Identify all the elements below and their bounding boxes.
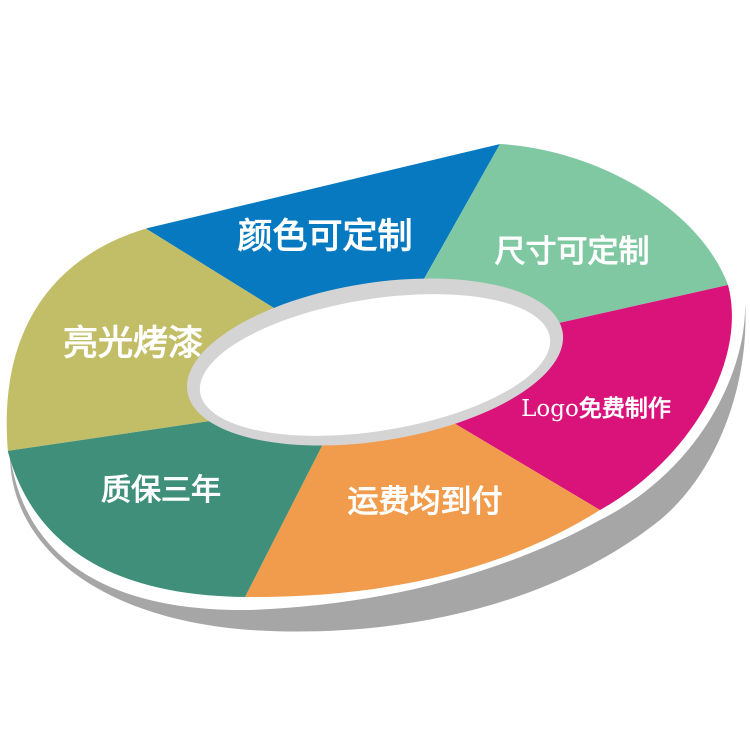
label-warranty: 质保三年 (101, 473, 221, 508)
disk-shadow (10, 300, 746, 632)
label-size: 尺寸可定制 (495, 234, 650, 270)
segment-color (145, 144, 500, 318)
label-paint: 亮光烤漆 (63, 324, 203, 364)
label-shipping: 运费均到付 (348, 484, 503, 520)
label-color: 颜色可定制 (237, 217, 412, 257)
label-logo: Logo免费制作 (521, 396, 671, 422)
label-logo-latin: Logo (521, 396, 579, 422)
hole-center (199, 294, 551, 436)
label-logo-cjk: 免费制作 (579, 396, 671, 422)
